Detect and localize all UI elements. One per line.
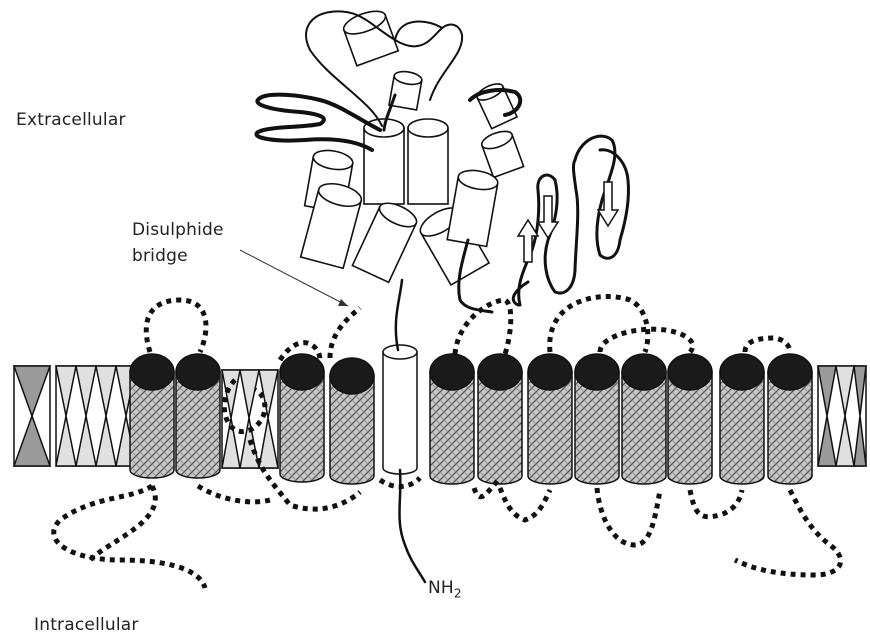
nh2-terminus-label: NH2 (428, 578, 462, 600)
tm-helix-10 (668, 354, 712, 484)
lipid-bilayer-middle (222, 370, 278, 468)
extracellular-label: Extracellular (16, 110, 126, 130)
tm-helix-8 (575, 354, 619, 484)
disulphide-label-line2: bridge (132, 243, 224, 269)
tm-helix-6 (478, 354, 522, 484)
lipid-bilayer-right (818, 366, 866, 466)
tm-helix-11 (720, 354, 764, 484)
tm-helix-7 (528, 354, 572, 484)
extracellular-coils (256, 11, 628, 582)
tm-helix-5 (430, 354, 474, 484)
tm-helix-3 (280, 354, 324, 482)
anchor-helix (383, 345, 417, 474)
lipid-bilayer-left (14, 366, 136, 466)
disulphide-pointer-head (338, 299, 348, 306)
nh2-main: NH (428, 578, 454, 598)
tm-helix-1 (130, 354, 174, 478)
tm-helix-2 (176, 354, 220, 478)
extracellular-domain (301, 7, 524, 285)
intracellular-label: Intracellular (34, 615, 139, 635)
disulphide-bridge-label: Disulphide bridge (132, 217, 224, 269)
disulphide-label-line1: Disulphide (132, 217, 224, 243)
nh2-subscript: 2 (454, 586, 462, 600)
tm-helix-4 (330, 358, 374, 484)
tm-helix-12 (768, 354, 812, 484)
tm-helix-9 (622, 354, 666, 484)
